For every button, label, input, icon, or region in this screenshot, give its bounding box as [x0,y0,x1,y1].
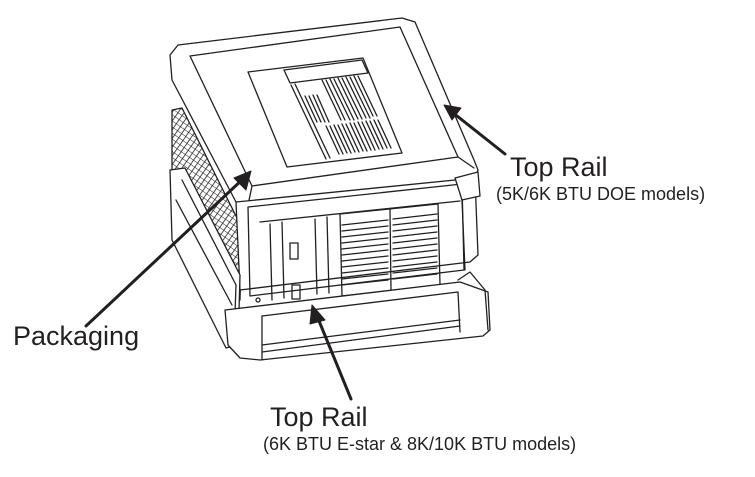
label-top-rail-lower: Top Rail [270,402,368,432]
latch [291,284,301,300]
label-packaging: Packaging [13,321,140,351]
bottom-rail [224,271,491,361]
vent-slots [304,75,392,155]
latch [289,242,299,260]
label-top-rail-upper-models: (5K/6K BTU DOE models) [496,184,706,204]
upper-rail-corner [454,171,481,271]
arrow-top-rail-upper [443,104,507,156]
arrow-top-rail-lower [309,304,353,401]
top-packaging-lid [169,17,479,206]
arrow-packaging [84,170,252,328]
label-top-rail-upper: Top Rail [510,152,608,182]
label-top-rail-lower-models: (6K BTU E-star & 8K/10K BTU models) [263,434,577,454]
